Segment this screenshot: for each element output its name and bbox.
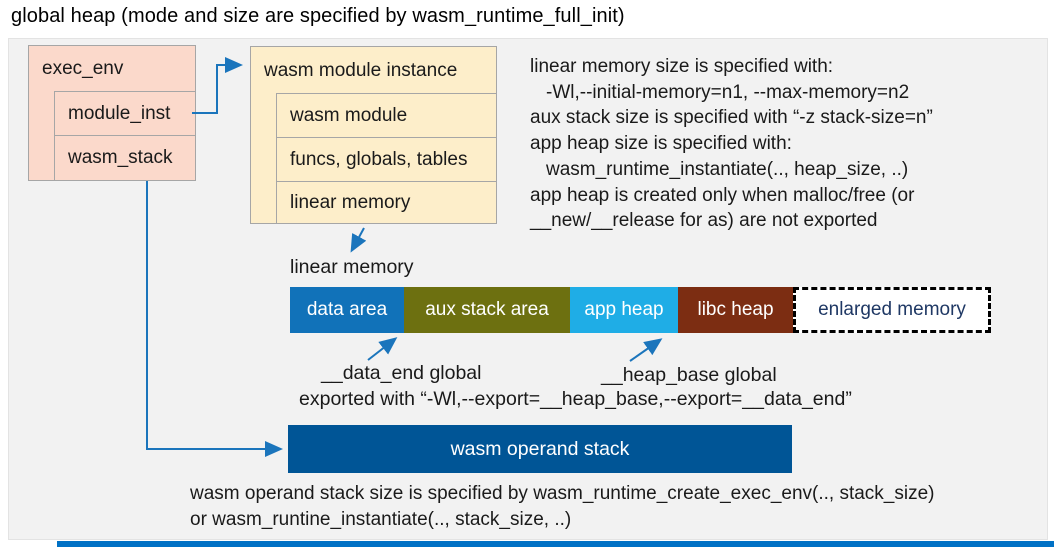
note-line: -Wl,--initial-memory=n1, --max-memory=n2: [546, 81, 910, 103]
memory-segment-enlarged-memory: enlarged memory: [793, 287, 991, 333]
note-line: linear memory size is specified with:: [530, 56, 834, 77]
note-line: or wasm_runtine_instantiate(.., stack_si…: [190, 509, 572, 530]
note-line: __new/__release for as) are not exported: [530, 210, 878, 232]
note-line: wasm_runtime_instantiate(.., heap_size, …: [546, 158, 909, 180]
module-instance-header: wasm module instance: [264, 59, 458, 81]
exec-env-header: exec_env: [42, 58, 124, 79]
memory-notes: linear memory size is specified with: -W…: [530, 54, 933, 234]
memory-segment-libc-heap: libc heap: [678, 287, 793, 333]
note-line: app heap size is specified with:: [530, 133, 792, 155]
module-instance-field-linear-memory: linear memory: [276, 181, 497, 224]
memory-segment-aux-stack-area: aux stack area: [404, 287, 570, 333]
heap-base-global-label: __heap_base global: [601, 364, 777, 386]
footer-accent-bar: [57, 541, 1054, 547]
memory-segment-data-area: data area: [290, 287, 404, 333]
linear-memory-label: linear memory: [290, 256, 414, 278]
export-flags-label: exported with “-Wl,--export=__heap_base,…: [299, 388, 852, 410]
module-instance-field-wasm-module: wasm module: [276, 93, 497, 138]
page-title: global heap (mode and size are specified…: [11, 5, 625, 27]
exec-env-field-wasm-stack: wasm_stack: [54, 135, 196, 181]
data-end-global-label: __data_end global: [321, 362, 482, 384]
note-line: wasm operand stack size is specified by …: [190, 483, 935, 504]
wasm-operand-stack-bar: wasm operand stack: [288, 425, 792, 473]
note-line: app heap is created only when malloc/fre…: [530, 184, 915, 206]
note-line: aux stack size is specified with “-z sta…: [530, 107, 933, 129]
exec-env-field-module-inst: module_inst: [54, 91, 196, 136]
operand-stack-notes: wasm operand stack size is specified by …: [190, 481, 935, 533]
module-instance-field-funcs-globals-tables: funcs, globals, tables: [276, 137, 497, 182]
memory-segment-app-heap: app heap: [570, 287, 678, 333]
